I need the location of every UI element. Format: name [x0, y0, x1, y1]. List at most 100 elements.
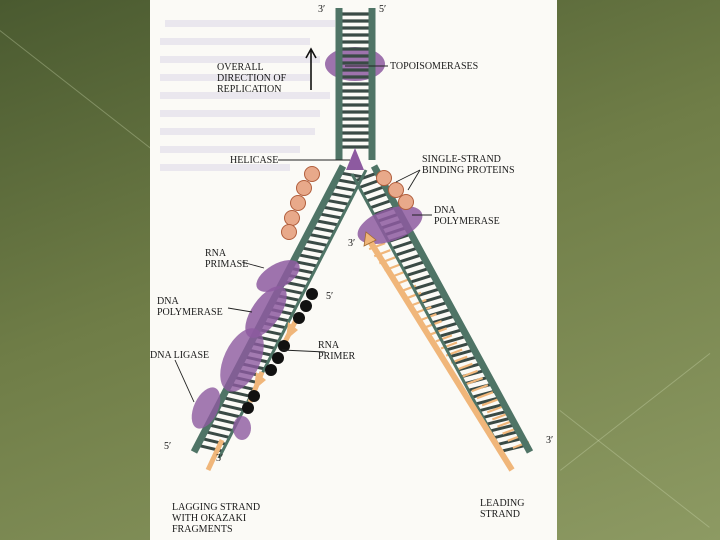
rung-lagging [310, 225, 335, 234]
primer-bead [265, 364, 277, 376]
rung-leading [431, 314, 457, 325]
dna-polymerase-left-shape [245, 286, 287, 338]
end-label-bottom-left: 5′ [164, 441, 172, 452]
primer-bead [248, 390, 260, 402]
ssb-circle [376, 170, 392, 186]
rung-leading-new [456, 362, 473, 371]
rung-lagging [296, 253, 321, 261]
rna-primer-label: RNA PRIMER [318, 340, 356, 362]
rung-leading-new [435, 334, 453, 343]
ssb-label: SINGLE-STRAND BINDING PROTEINS [422, 154, 515, 176]
rung-leading [493, 430, 520, 440]
single-strand-binding-proteins [281, 166, 414, 240]
rung-lagging [225, 389, 251, 398]
primer-bead [272, 352, 284, 364]
deco-line-1 [0, 30, 158, 154]
rung-lagging [328, 191, 353, 199]
rung-leading [406, 266, 431, 277]
rung-leading-new [471, 384, 489, 393]
mid-enzyme-shape [220, 328, 264, 392]
okazaki-fragment-bottom [205, 438, 225, 472]
ssb-circle [290, 195, 306, 211]
okazaki-arrow-1 [254, 372, 266, 390]
end-label-leading-primer: 3′ [348, 238, 356, 249]
base-pair-rungs [197, 12, 530, 453]
rung-leading [362, 185, 386, 196]
end-label-lagging-primer: 5′ [326, 291, 334, 302]
primer-bead [293, 312, 305, 324]
rung-lagging [204, 430, 230, 439]
ssb-circle [304, 166, 320, 182]
rung-lagging [222, 396, 248, 405]
faint-background-text [160, 20, 335, 171]
dna-polymerase-right-label: DNA POLYMERASE [434, 205, 500, 227]
rung-lagging [324, 198, 349, 206]
rung-leading [402, 259, 427, 271]
rung-lagging [307, 232, 332, 241]
dna-polymerase-right-shape [357, 205, 423, 245]
primer-bead [300, 300, 312, 312]
rung-leading-new [481, 398, 499, 407]
rung-lagging [211, 416, 237, 426]
rung-lagging [300, 246, 325, 254]
leading-new-strand [365, 236, 515, 472]
rung-leading [490, 423, 516, 433]
rung-leading-new [414, 305, 432, 315]
primer-bead [242, 402, 254, 414]
dna-polymerase-left-label: DNA POLYMERASE [157, 296, 223, 318]
rung-leading [449, 348, 475, 359]
rung-leading [446, 341, 471, 352]
rna-primase-shape [256, 260, 300, 292]
rung-leading-new [466, 376, 484, 386]
topoisomerases-label: TOPOISOMERASES [390, 61, 479, 72]
rung-leading [391, 239, 416, 250]
ssb-circle [398, 194, 414, 210]
primer-bead [306, 288, 318, 300]
deco-line-2 [560, 353, 711, 471]
okazaki-arrow-2 [286, 322, 298, 340]
rung-leading-new [476, 391, 494, 400]
rung-leading-new [440, 341, 458, 350]
end-label-top-left: 3′ [318, 4, 326, 15]
rna-primase-label: RNA PRIMASE [205, 248, 249, 270]
rung-leading [497, 436, 523, 446]
primer-bead [278, 340, 290, 352]
rung-lagging [335, 178, 360, 186]
rna-primers [242, 288, 318, 414]
rung-leading [366, 191, 390, 203]
rung-leading [409, 273, 434, 284]
rung-lagging [321, 205, 346, 213]
dna-ligase-label: DNA LIGASE [150, 350, 210, 361]
dna-ligase-shape [191, 387, 221, 429]
deco-line-3 [559, 410, 710, 528]
diagram-slide: OVERALL DIRECTION OF REPLICATION TOPOISO… [150, 0, 557, 540]
rung-leading [417, 287, 442, 298]
rung-leading-new [486, 405, 504, 414]
ssb-circle [296, 180, 312, 196]
direction-arrow-icon [305, 47, 317, 90]
replication-fork-diagram [160, 8, 534, 472]
rung-leading [442, 334, 468, 345]
rung-leading [355, 171, 379, 183]
rung-leading [486, 416, 512, 426]
rung-lagging [303, 239, 328, 247]
enzyme-blobs [191, 148, 423, 440]
rung-leading [395, 246, 420, 257]
rung-lagging [218, 402, 244, 412]
rung-leading-new [430, 327, 448, 336]
rung-leading [453, 355, 479, 365]
end-label-bottom-right: 3′ [546, 435, 554, 446]
label-leader-lines [174, 65, 432, 403]
leading-strand-label: LEADING STRAND [480, 498, 525, 520]
rung-lagging [207, 423, 234, 433]
ssb-circle [284, 210, 300, 226]
leading-arrowhead [363, 231, 377, 247]
helicase-label: HELICASE [230, 155, 279, 166]
end-label-top-right: 5′ [379, 4, 387, 15]
rung-lagging [317, 212, 342, 220]
rung-leading [475, 396, 501, 406]
rung-lagging [332, 184, 356, 193]
direction-label: OVERALL DIRECTION OF REPLICATION [217, 62, 287, 95]
rung-lagging [314, 219, 339, 227]
ssb-circle [281, 224, 297, 240]
